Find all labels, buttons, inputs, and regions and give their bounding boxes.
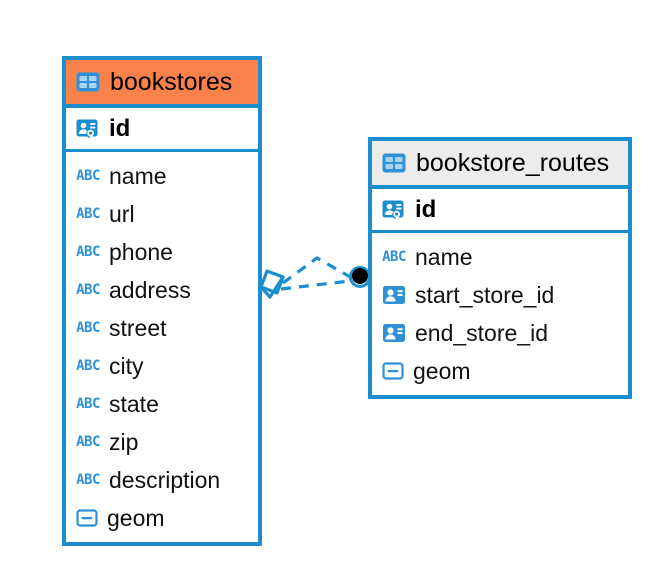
field-row[interactable]: ABC address [66, 271, 258, 309]
entity-bookstore-routes[interactable]: bookstore_routes id [368, 137, 632, 399]
entity-title: bookstore_routes [416, 148, 610, 177]
abc-text-icon: ABC [76, 244, 100, 260]
abc-text-icon: ABC [76, 282, 100, 298]
field-row[interactable]: ABC description [66, 461, 258, 499]
primary-key-row[interactable]: id [66, 108, 258, 152]
primary-key-icon [381, 197, 407, 223]
relationship-line-lower [280, 279, 351, 291]
entity-title: bookstores [110, 67, 233, 96]
foreign-key-icon [381, 282, 407, 308]
entity-bookstores[interactable]: bookstores id [62, 56, 262, 546]
primary-key-icon [75, 116, 101, 142]
abc-text-icon: ABC [76, 206, 100, 222]
abc-text-icon: ABC [76, 472, 100, 488]
field-row[interactable]: ABC name [372, 238, 628, 276]
geometry-icon [381, 359, 405, 383]
field-label: state [109, 390, 159, 417]
field-label: name [109, 162, 167, 189]
field-label: url [109, 200, 135, 227]
field-label: start_store_id [415, 281, 555, 308]
table-icon [381, 150, 407, 176]
field-row[interactable]: ABC street [66, 309, 258, 347]
entity-header-bookstore-routes[interactable]: bookstore_routes [372, 141, 628, 189]
diamond-marker [259, 269, 285, 299]
field-row[interactable]: ABC city [66, 347, 258, 385]
field-label: zip [109, 428, 139, 455]
field-label: city [109, 352, 144, 379]
field-label: address [109, 276, 191, 303]
foreign-key-icon [381, 320, 407, 346]
field-row[interactable]: geom [372, 352, 628, 390]
field-row[interactable]: start_store_id [372, 276, 628, 314]
field-label: end_store_id [415, 319, 548, 346]
field-row[interactable]: end_store_id [372, 314, 628, 352]
primary-key-row[interactable]: id [372, 189, 628, 233]
abc-text-icon: ABC [76, 396, 100, 412]
relationship-line-upper [282, 256, 353, 285]
field-row[interactable]: ABC name [66, 157, 258, 195]
geometry-icon [75, 506, 99, 530]
field-row[interactable]: ABC zip [66, 423, 258, 461]
field-label: name [415, 243, 473, 270]
filled-circle-marker [349, 266, 371, 288]
abc-text-icon: ABC [76, 434, 100, 450]
primary-key-label: id [415, 195, 437, 223]
field-row[interactable]: ABC phone [66, 233, 258, 271]
primary-key-label: id [109, 114, 131, 142]
abc-text-icon: ABC [76, 358, 100, 374]
field-list-bookstores: ABC name ABC url ABC phone ABC address A… [66, 152, 258, 541]
field-row[interactable]: ABC state [66, 385, 258, 423]
field-row[interactable]: geom [66, 499, 258, 537]
entity-header-bookstores[interactable]: bookstores [66, 60, 258, 108]
abc-text-icon: ABC [76, 168, 100, 184]
field-list-bookstore-routes: ABC name start_store_id [372, 233, 628, 394]
field-label: description [109, 466, 221, 493]
field-label: street [109, 314, 167, 341]
field-label: phone [109, 238, 173, 265]
field-row[interactable]: ABC url [66, 195, 258, 233]
abc-text-icon: ABC [76, 320, 100, 336]
field-label: geom [413, 357, 471, 384]
abc-text-icon: ABC [382, 249, 406, 265]
field-label: geom [107, 504, 165, 531]
table-icon [75, 69, 101, 95]
